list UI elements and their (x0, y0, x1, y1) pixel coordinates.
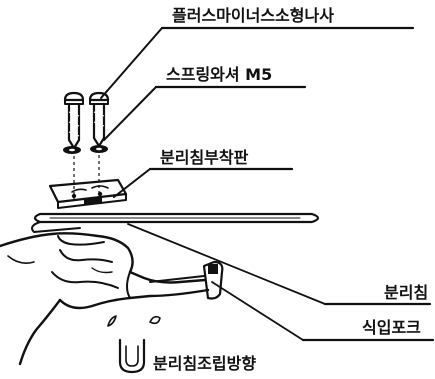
leader-line-needle (127, 223, 326, 305)
mounting-plate (48, 178, 128, 209)
leader-line-screw (100, 27, 163, 99)
assembly-guide-lines (73, 155, 100, 200)
label-plus-minus-screw: 플러스마이너스소형나사 (172, 6, 334, 25)
assembly-direction-u-icon (118, 338, 146, 374)
hand-illustration (0, 232, 210, 366)
leader-line-fork (211, 281, 304, 341)
label-separator-needle: 분리침 (384, 283, 428, 302)
separator-needle (31, 212, 320, 233)
motion-marks (107, 315, 161, 327)
label-assembly-direction: 분리침조립방향 (153, 354, 256, 373)
label-spring-washer: 스프링와셔 M5 (166, 65, 272, 84)
leader-line-plate (113, 168, 151, 198)
label-mount-plate: 분리침부착판 (160, 148, 249, 167)
label-eating-fork: 식입포크 (362, 318, 421, 337)
screw-left (63, 91, 85, 150)
leader-line-washer (103, 86, 157, 141)
eating-fork (149, 260, 224, 300)
spring-washer-pair (63, 145, 108, 154)
